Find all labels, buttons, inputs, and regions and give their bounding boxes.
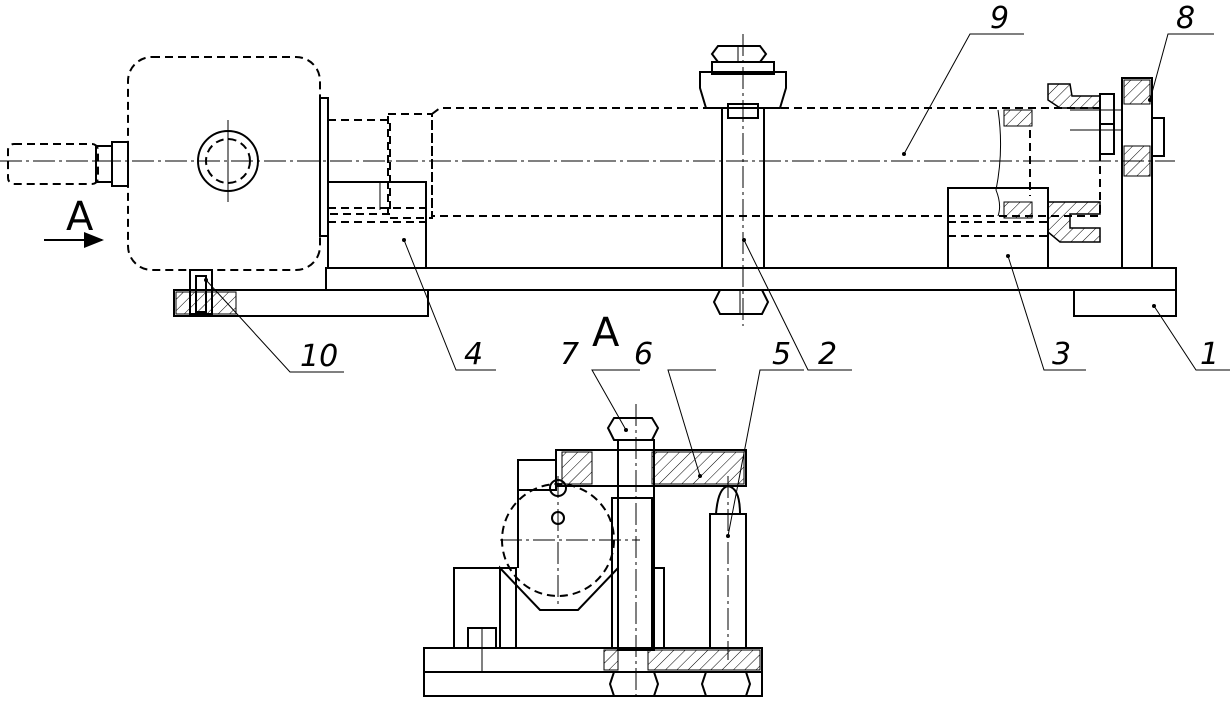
- left-shaft: [7, 143, 99, 185]
- view-marker-section: A: [592, 310, 620, 356]
- label-1: 1: [1200, 337, 1219, 372]
- section-view-a: A: [423, 310, 763, 700]
- label-6: 6: [634, 337, 653, 372]
- end-clamp-bottom: [1047, 201, 1101, 243]
- bolt-10: [189, 269, 213, 315]
- label-2: 2: [818, 337, 837, 372]
- end-clamp-top: [1047, 83, 1101, 109]
- base-foot-left: [173, 289, 429, 317]
- label-8: 8: [1176, 1, 1195, 36]
- cylinder-body: [431, 107, 1101, 217]
- leaders: [205, 33, 1230, 537]
- label-10: 10: [300, 339, 338, 374]
- label-3: 3: [1052, 337, 1071, 372]
- dots: [204, 98, 1156, 538]
- support-block-4: [327, 181, 427, 269]
- side-view: A: [0, 34, 1177, 326]
- base-foot-right: [1073, 289, 1177, 317]
- label-4: 4: [464, 337, 483, 372]
- support-block-3: [947, 187, 1049, 269]
- base-plate: [325, 267, 1177, 291]
- clamp-arm: [555, 449, 747, 487]
- top-nut: [710, 45, 768, 63]
- label-9: 9: [990, 1, 1009, 36]
- view-a-frame: [453, 459, 557, 649]
- cylinder-neck: [327, 119, 391, 215]
- bottom-nut: [712, 289, 770, 315]
- view-marker-side: A: [66, 194, 94, 240]
- motor-housing: [127, 56, 321, 271]
- label-5: 5: [772, 337, 791, 372]
- label-7: 7: [560, 337, 579, 372]
- stud-nut: [606, 417, 660, 441]
- right-bracket: [1121, 77, 1153, 269]
- clamp-yoke: [699, 71, 787, 109]
